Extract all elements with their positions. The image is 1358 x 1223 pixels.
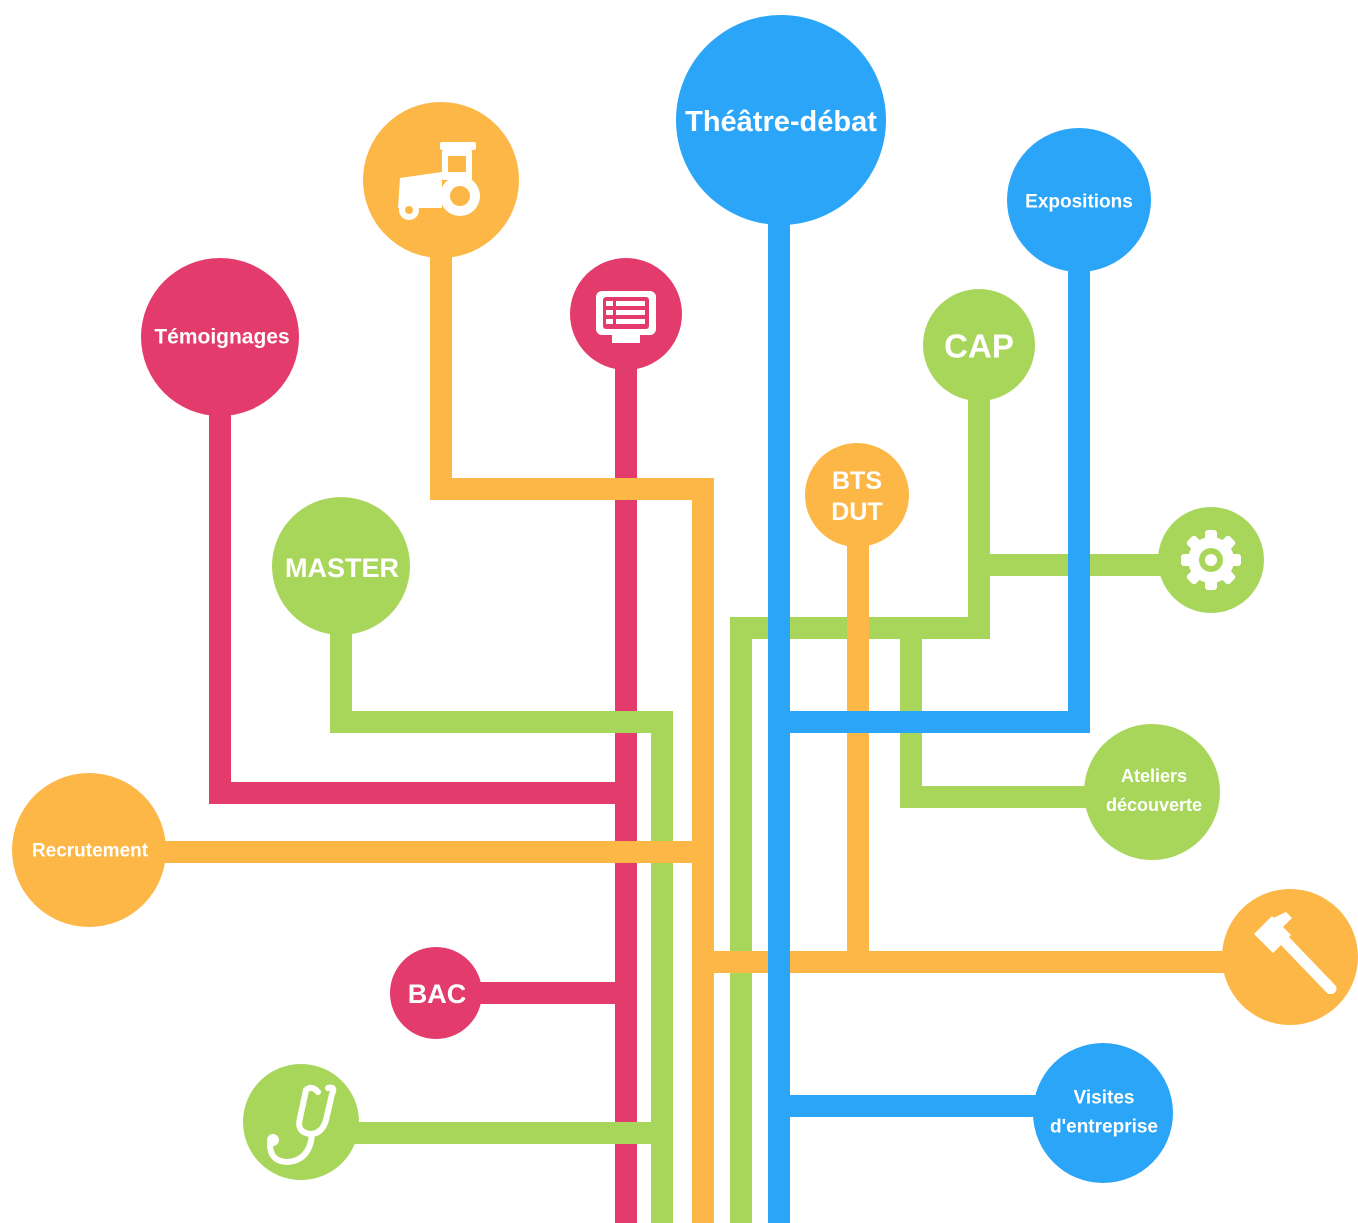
branch-expositions [779, 210, 1090, 733]
node-cap[interactable]: CAP [923, 289, 1035, 401]
node-master[interactable]: MASTER [272, 497, 410, 635]
node-bts-dut[interactable]: BTS DUT [805, 443, 909, 547]
node-dut-label: DUT [831, 498, 882, 526]
node-expositions-label: Expositions [1025, 192, 1133, 213]
node-tractor[interactable] [363, 102, 519, 258]
node-screen[interactable] [570, 258, 682, 370]
hammer-icon [1254, 912, 1337, 994]
node-theatre-debat-label: Théâtre-débat [685, 106, 877, 138]
node-temoignages[interactable]: Témoignages [141, 258, 299, 416]
node-ateliers-label: Ateliers [1121, 766, 1187, 786]
node-recrutement[interactable]: Recrutement [12, 773, 166, 927]
node-theatre-debat[interactable]: Théâtre-débat [676, 15, 886, 225]
node-bac-label: BAC [408, 979, 467, 1009]
node-stethoscope[interactable] [243, 1064, 359, 1180]
stethoscope-icon [267, 1084, 337, 1166]
node-entreprise-label: d'entreprise [1050, 1117, 1158, 1138]
node-hammer[interactable] [1222, 889, 1358, 1025]
node-bts-label: BTS [832, 467, 882, 495]
branch-master [330, 590, 673, 1223]
node-expositions[interactable]: Expositions [1007, 128, 1151, 272]
node-visites-label: Visites [1074, 1088, 1135, 1109]
gear-icon [1181, 530, 1241, 590]
node-decouverte-label: découverte [1106, 795, 1202, 815]
branch-ateliers [900, 628, 1130, 808]
node-master-label: MASTER [285, 553, 399, 583]
branch-temoignages [209, 380, 626, 804]
node-visites-entreprise[interactable]: Visites d'entreprise [1033, 1043, 1173, 1183]
tractor-icon [398, 142, 480, 220]
node-gear[interactable] [1158, 507, 1264, 613]
screen-list-icon [596, 291, 656, 343]
node-temoignages-label: Témoignages [154, 326, 289, 349]
node-cap-label: CAP [944, 328, 1014, 365]
node-ateliers-decouverte[interactable]: Ateliers découverte [1084, 724, 1220, 860]
node-bac[interactable]: BAC [390, 947, 482, 1039]
node-recrutement-label: Recrutement [32, 841, 149, 862]
